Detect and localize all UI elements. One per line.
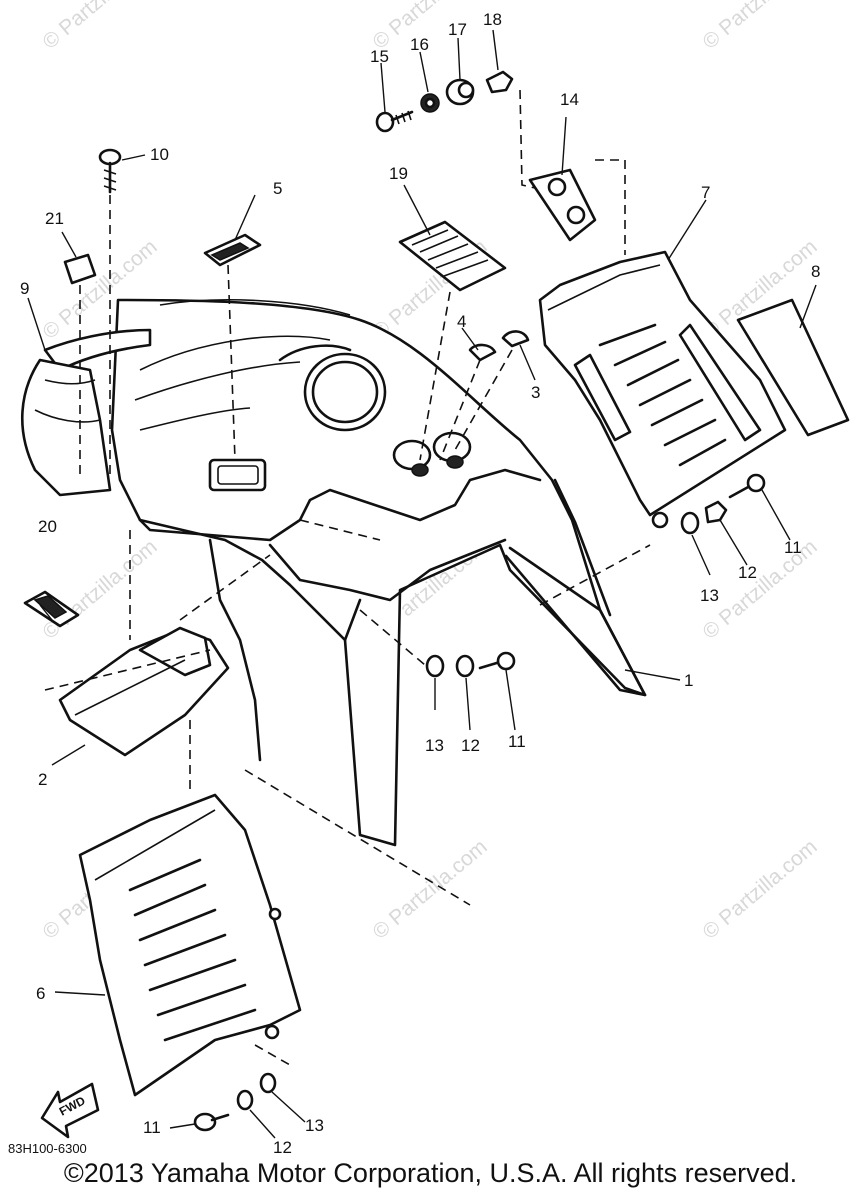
callout-11: 11 <box>784 538 802 557</box>
callout-21: 21 <box>45 209 64 228</box>
watermark: © Partzilla.com <box>38 535 161 644</box>
watermark: © Partzilla.com <box>368 0 491 54</box>
assembly-lines <box>44 89 651 1066</box>
part-19-label <box>398 220 507 292</box>
callout-11: 11 <box>508 732 526 751</box>
fwd-arrow: FWD <box>40 1082 100 1139</box>
leader-lines <box>27 29 817 1139</box>
callout-12: 12 <box>273 1138 292 1157</box>
callout-2: 2 <box>38 770 47 789</box>
part-8-pad <box>736 298 850 437</box>
callout-12: 12 <box>461 736 480 755</box>
part-10-bolt <box>98 148 122 194</box>
callout-10: 10 <box>150 145 169 164</box>
callout-18: 18 <box>483 10 502 29</box>
part-1-front-cover <box>110 298 647 847</box>
part-2-bracket <box>58 626 230 757</box>
callout-13: 13 <box>305 1116 324 1135</box>
hardware-lower <box>193 1072 277 1132</box>
callout-11: 11 <box>143 1118 161 1137</box>
callout-3: 3 <box>531 383 540 402</box>
watermark: © Partzilla.com <box>38 0 161 54</box>
callout-12: 12 <box>738 563 757 582</box>
callout-5: 5 <box>273 179 282 198</box>
hardware-right <box>680 473 766 535</box>
part-20-tab <box>23 590 80 628</box>
callout-8: 8 <box>811 262 820 281</box>
callout-19: 19 <box>389 164 408 183</box>
copyright-notice: ©2013 Yamaha Motor Corporation, U.S.A. A… <box>63 1158 798 1188</box>
hardware-middle <box>425 651 516 678</box>
parts-15-18-hardware <box>375 70 514 133</box>
callout-13: 13 <box>425 736 444 755</box>
watermark: © Partzilla.com <box>368 835 491 944</box>
callout-9: 9 <box>20 279 29 298</box>
callout-4: 4 <box>457 312 466 331</box>
watermark: © Partzilla.com <box>698 835 821 944</box>
callout-16: 16 <box>410 35 429 54</box>
callout-17: 17 <box>448 20 467 39</box>
part-6-lower-grille <box>78 793 302 1097</box>
part-3-4-clips <box>468 330 530 362</box>
callout-13: 13 <box>700 586 719 605</box>
part-14-bracket <box>528 168 597 242</box>
callout-6: 6 <box>36 984 45 1003</box>
drawing-code: 83H100-6300 <box>8 1141 87 1156</box>
part-21-grommet <box>63 253 97 285</box>
part-5-clip <box>203 233 262 267</box>
callout-20: 20 <box>38 517 57 536</box>
callout-labels: 1 2 3 4 5 6 7 8 9 10 11 11 11 12 12 12 1… <box>20 10 820 1157</box>
watermark: © Partzilla.com <box>698 0 821 54</box>
part-9-side-panel <box>20 328 152 497</box>
callout-14: 14 <box>560 90 579 109</box>
callout-15: 15 <box>370 47 389 66</box>
callout-7: 7 <box>701 183 710 202</box>
part-7-grille-cover <box>538 250 787 529</box>
callout-1: 1 <box>684 671 693 690</box>
